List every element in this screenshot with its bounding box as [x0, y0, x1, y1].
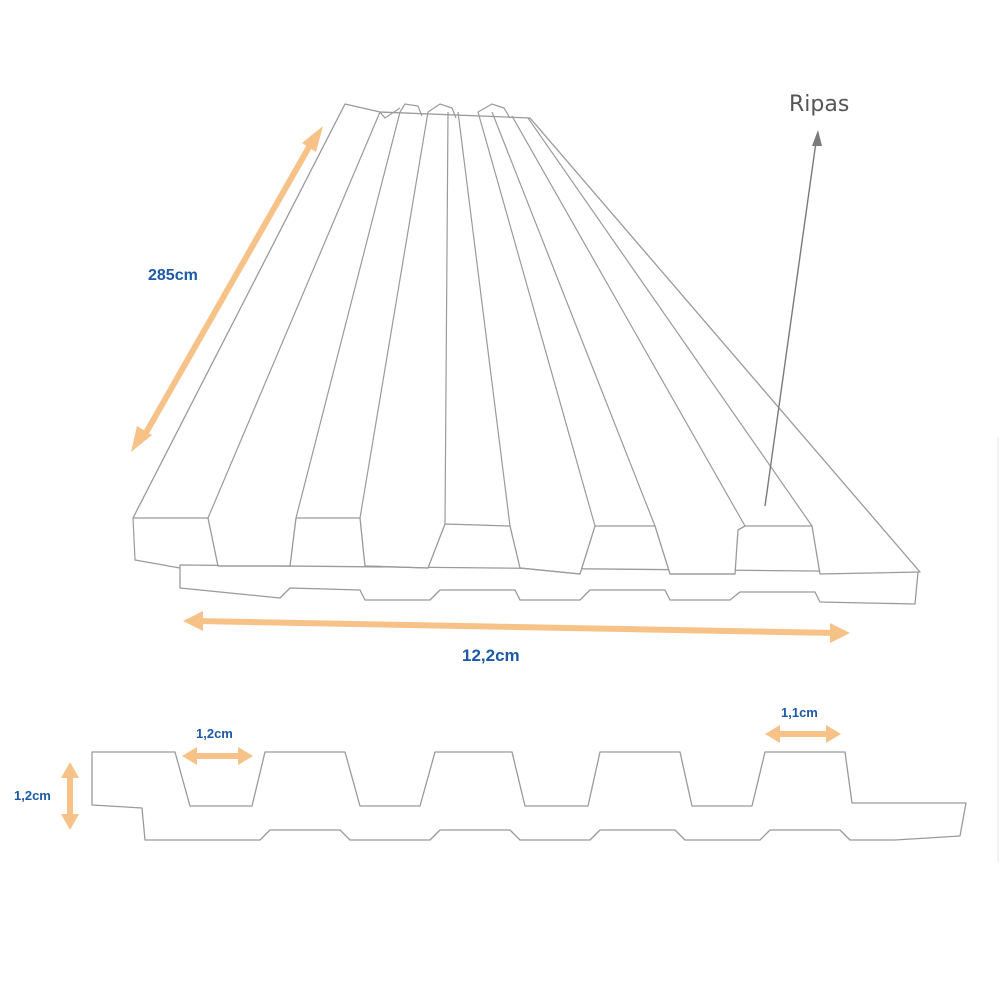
rib-width-label: 1,1cm: [781, 705, 818, 720]
ripas-arrow-icon: [812, 130, 822, 146]
length-dimension: 285cm: [131, 126, 323, 452]
width-dimension: 12,2cm: [183, 611, 850, 665]
ripas-label: Ripas: [789, 92, 849, 117]
thickness-label: 1,2cm: [14, 788, 51, 803]
groove-width-label: 1,2cm: [196, 726, 233, 741]
length-label: 285cm: [148, 267, 198, 284]
thickness-dimension: 1,2cm: [14, 762, 79, 830]
groove-width-dimension: 1,2cm: [182, 726, 253, 765]
panel-rib-lines: [207, 103, 813, 575]
ripas-leader-line: [764, 141, 817, 507]
cross-section-profile: [91, 751, 967, 841]
panel-front-edge: [132, 517, 181, 569]
ripas-callout: Ripas: [764, 92, 849, 507]
panel-body: [132, 103, 921, 575]
profile-outline: [91, 751, 967, 841]
panel-perspective: [132, 103, 921, 605]
panel-base-plate: [179, 564, 919, 605]
width-label: 12,2cm: [462, 646, 520, 665]
rib-width-dimension: 1,1cm: [765, 705, 841, 743]
